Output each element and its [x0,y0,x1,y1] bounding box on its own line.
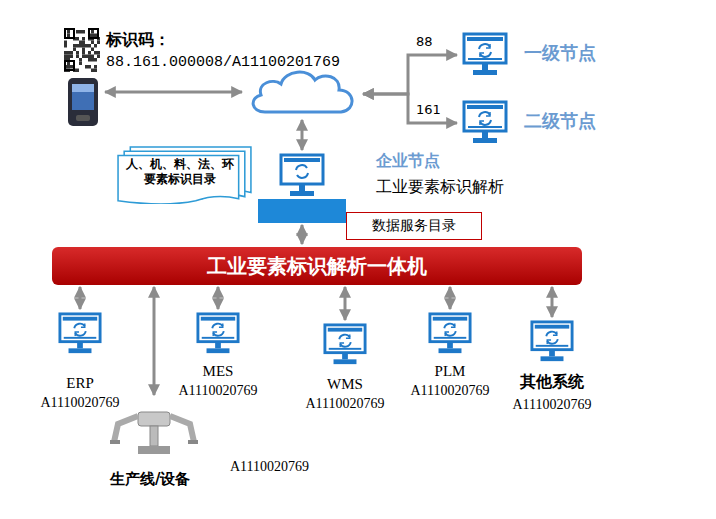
robot-illustration [108,398,200,458]
connector-arrow [79,287,82,309]
node-label: 一级节点 [524,42,596,65]
monitor-icon [530,320,574,364]
root-node: 一级节点 [462,32,508,78]
node-label: 其他系统 [520,372,584,392]
connector-arrow [551,287,554,317]
node-label: 数据服务目录 [372,217,456,235]
connector-arrow [217,287,220,309]
node-label: 生产线/设备 [110,470,190,489]
node-label: 企业节点 [376,151,440,171]
edge-label: 88 [414,34,435,49]
connector-arrow [153,287,156,395]
scanner-node: 标识码：88.161.000008/A11100201769 [62,28,102,128]
text-holder: 数据服务目录 [347,213,481,239]
connector-arrow [301,120,304,150]
system-node: WMSA1110020769 [323,323,367,367]
cloud-shape [245,66,360,118]
node-sublabel: A1110020769 [305,395,384,413]
node-sublabel: A1110020769 [512,396,591,414]
connector-arrow [105,91,242,94]
appliance-band: 工业要素标识解析一体机 [52,247,582,285]
monitor-icon [323,323,367,367]
enterprise-node: 企业节点工业要素标识解析 [258,153,346,223]
node-sublabel: A1110020769 [178,382,257,400]
production-line-node: 生产线/设备A1110020769 [108,398,200,458]
monitor-icon [428,312,472,356]
text-holder: 工业要素标识解析一体机 [52,247,582,285]
monitor-icon [462,100,508,146]
node-label: PLM [435,362,466,381]
node-label: 二级节点 [524,110,596,133]
connector-arrow [344,287,347,320]
node-sublabel: 88.161.000008/A11100201769 [106,54,340,73]
node-label: 人、机、料、法、环要素标识目录 [122,157,238,187]
node-sublabel: 工业要素标识解析 [376,177,504,197]
connector-arrow [449,287,452,309]
monitor-icon [462,32,508,78]
monitor-icon [196,312,240,356]
node-label: WMS [327,375,363,394]
node-sublabel: A1110020769 [40,394,119,412]
node-label: 标识码： [106,30,170,50]
system-node: PLMA1110020769 [428,312,472,356]
system-node: ERPA1110020769 [58,312,102,356]
node-label: 工业要素标识解析一体机 [207,254,427,279]
text-holder: 人、机、料、法、环要素标识目录 [116,146,254,204]
callout-box: 数据服务目录 [346,212,482,240]
system-node: 其他系统A1110020769 [530,320,574,364]
connector-arrow [301,225,304,244]
node-sublabel: A1110020769 [230,458,309,476]
node-label: MES [203,362,234,381]
secondary-node: 二级节点 [462,100,508,146]
node-label: ERP [66,374,94,393]
edge-label: 161 [414,102,443,117]
connector-arrow [363,94,457,123]
node-sublabel: A1110020769 [410,382,489,400]
qr-scanner-illustration [62,28,102,128]
cloud-node [245,66,360,118]
enterprise-node-illustration [258,153,346,223]
connector-arrow [363,55,457,94]
catalog-document: 人、机、料、法、环要素标识目录 [116,146,254,204]
system-node: MESA1110020769 [196,312,240,356]
monitor-icon [58,312,102,356]
